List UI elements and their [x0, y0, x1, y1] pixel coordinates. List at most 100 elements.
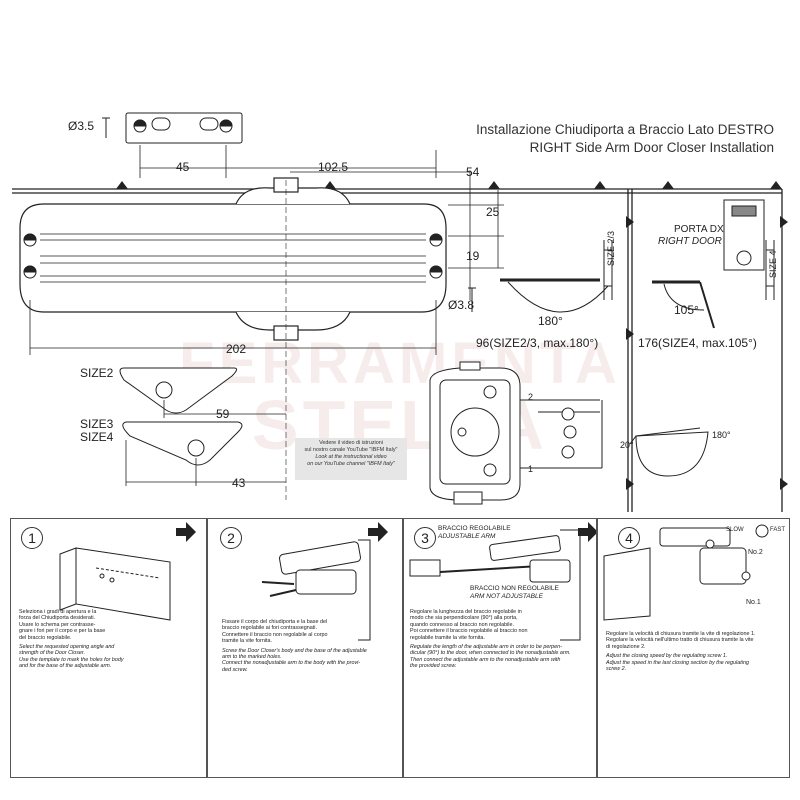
step1-text: Seleziona i gradi di apertura e la forza…	[19, 609, 199, 670]
youtube-line2: sul nostro canale YouTube "IBFM Italy"	[304, 447, 398, 453]
dim-202: 202	[226, 342, 247, 356]
size23-caption: 96(SIZE2/3, max.180°)	[476, 336, 599, 350]
dim-25: 25	[486, 205, 500, 219]
step4-text: Regolare la velocità di chiusura tramite…	[606, 631, 788, 672]
no2-label: No.2	[748, 549, 763, 556]
step4-en-line: screw 2.	[606, 666, 627, 673]
dim-43: 43	[232, 476, 246, 490]
step4-en-line: Adjust the speed in the last closing sec…	[606, 659, 749, 666]
shoe-dim-lines	[125, 400, 286, 486]
screw-1-label: 1	[528, 464, 534, 474]
step1-it-line: forza del Chiudiporta desiderati.	[19, 615, 96, 622]
title-it: Installazione Chiudiporta a Braccio Lato…	[476, 122, 774, 137]
no1-label: No.1	[746, 599, 761, 606]
step-panel-4: 4 SLOW FAST No.2 No.1 Regolare la veloci…	[597, 518, 790, 778]
adjustable-arm-label-it: BRACCIO REGOLABILE	[438, 525, 511, 532]
angle-180-label: 180°	[538, 314, 563, 328]
arm-shoe-size2	[119, 367, 238, 414]
angle-105-label: 105°	[674, 303, 699, 317]
step3-en-line: the provided screw.	[410, 663, 457, 670]
step2-it-line: braccio regolabile ai fori contrassegnat…	[222, 625, 317, 632]
dim-diameter-38: Ø3.8	[448, 298, 475, 312]
step-panel-2: 2 Fissare il corpo del chiudiporta e la …	[207, 518, 403, 778]
title-en: RIGHT Side Arm Door Closer Installation	[529, 140, 774, 155]
size2-label: SIZE2	[80, 366, 114, 380]
door-frame-lines	[12, 188, 783, 512]
step2-it-line: Connettere il braccio non regolabile al …	[222, 631, 328, 638]
step1-it-line: gnare i fori per il corpo e per la base	[19, 628, 106, 635]
step-panel-1: 1 Seleziona i gradi di apertura e la for…	[10, 518, 207, 778]
youtube-line4: on our YouTube channel "IBFM Italy"	[307, 461, 395, 467]
sweep-diagram	[629, 427, 709, 477]
step2-it-line: tramite la vite fornita.	[222, 638, 273, 645]
slow-label: SLOW	[726, 527, 744, 533]
step3-en-line: Regulate the length of the adjustable ar…	[410, 644, 562, 651]
dim-diameter-35: Ø3.5	[68, 119, 95, 133]
panel4-illustration	[603, 524, 769, 621]
size23-vertical-label: SIZE 2/3	[606, 230, 616, 266]
top-dimension-lines	[139, 145, 504, 300]
screw-2-label: 2	[528, 392, 534, 402]
panel3-illustration	[409, 529, 581, 641]
youtube-line1: Vedere il video di istruzioni	[319, 440, 383, 446]
size4-caption: 176(SIZE4, max.105°)	[638, 336, 757, 350]
step-arrows	[176, 522, 598, 542]
step2-en-line: ded screw.	[222, 666, 248, 673]
door-plan-105	[652, 199, 775, 329]
dim-19: 19	[466, 249, 480, 263]
dim-102-5: 102.5	[318, 160, 349, 174]
step4-it-line: Regolare la velocità di chiusura tramite…	[606, 631, 756, 637]
step1-it-line: Seleziona i gradi di apertura e la	[19, 609, 97, 615]
step-number-1: 1	[21, 527, 43, 549]
size4-vertical-label: SIZE 4	[768, 250, 778, 278]
watermark-line1: FERRAMENTA	[179, 331, 621, 396]
step2-en-line: Connect the nonadjustable arm to the bod…	[222, 660, 361, 667]
youtube-notice: Vedere il video di istruzioni sul nostro…	[295, 438, 407, 480]
door-plan-180	[500, 240, 613, 313]
mounting-holes	[23, 233, 443, 279]
closer-body	[19, 177, 447, 341]
adjustable-arm-label-en: ADJUSTABLE ARM	[438, 533, 496, 540]
step1-it-line: Usare lo schema per contrasse-	[19, 621, 96, 628]
fast-label: FAST	[770, 527, 786, 533]
step3-it-line: Regolare la lunghezza del braccio regola…	[410, 609, 522, 615]
step2-en-line: Screw the Door Closer's body and the bas…	[222, 647, 367, 654]
step3-it-line: regolabile tramite la vite fornita.	[410, 634, 485, 641]
right-door-en: RIGHT DOOR	[658, 236, 722, 247]
frame-triangles	[116, 181, 788, 490]
step3-it-line: quando connesso al braccio non regolabil…	[410, 621, 514, 628]
step2-text: Fissare il corpo del chiudiporta e la ba…	[222, 619, 400, 673]
step1-en-line: strength of the Door Closer.	[19, 650, 86, 657]
nonadjustable-arm-label-it: BRACCIO NON REGOLABILE	[470, 585, 559, 592]
dim-45: 45	[176, 160, 190, 174]
step3-it-line: modo che sia perpendicolare (90°) alla p…	[410, 615, 518, 622]
angle-20-label: 20°	[620, 440, 634, 450]
panel2-illustration	[261, 539, 371, 641]
right-door-it: PORTA DX	[674, 224, 724, 235]
step3-text: Regolare la lunghezza del braccio regola…	[410, 609, 594, 670]
step-number-4: 4	[618, 527, 640, 549]
nonadjustable-arm-label-en: ARM NOT ADJUSTABLE	[470, 593, 543, 600]
step4-it-line: Regolare la velocità nell'ultimo tratto …	[606, 637, 754, 644]
step3-en-line: Then connect the adjustable arm to the n…	[410, 656, 561, 663]
step-number-2: 2	[220, 527, 242, 549]
size3-label: SIZE3	[80, 417, 114, 431]
step3-en-line: dicular (90°) to the door, when connecte…	[410, 650, 571, 657]
arm-shoe-size34	[122, 421, 243, 466]
step-number-3: 3	[414, 527, 436, 549]
step4-en-line: Adjust the closing speed by the regulati…	[606, 653, 728, 660]
template-strip	[102, 112, 243, 144]
panel1-illustration	[59, 547, 171, 621]
step3-it-line: Poi connettere il braccio regolabile al …	[410, 628, 528, 635]
dim-54: 54	[466, 165, 480, 179]
step4-it-line: di regolazione 2.	[606, 643, 646, 650]
step2-it-line: Fissare il corpo del chiudiporta e la ba…	[222, 619, 328, 625]
step1-it-line: del braccio regolabile.	[19, 634, 72, 641]
youtube-line3: Look at the instructional video	[315, 454, 387, 460]
step1-en-line: Use the template to mark the holes for b…	[19, 656, 124, 663]
angle-180-small-label: 180°	[712, 430, 731, 440]
step2-en-line: arm to the marked holes.	[222, 654, 282, 661]
size4-label: SIZE4	[80, 430, 114, 444]
step1-en-line: and for the base of the adjustable arm.	[19, 663, 112, 670]
